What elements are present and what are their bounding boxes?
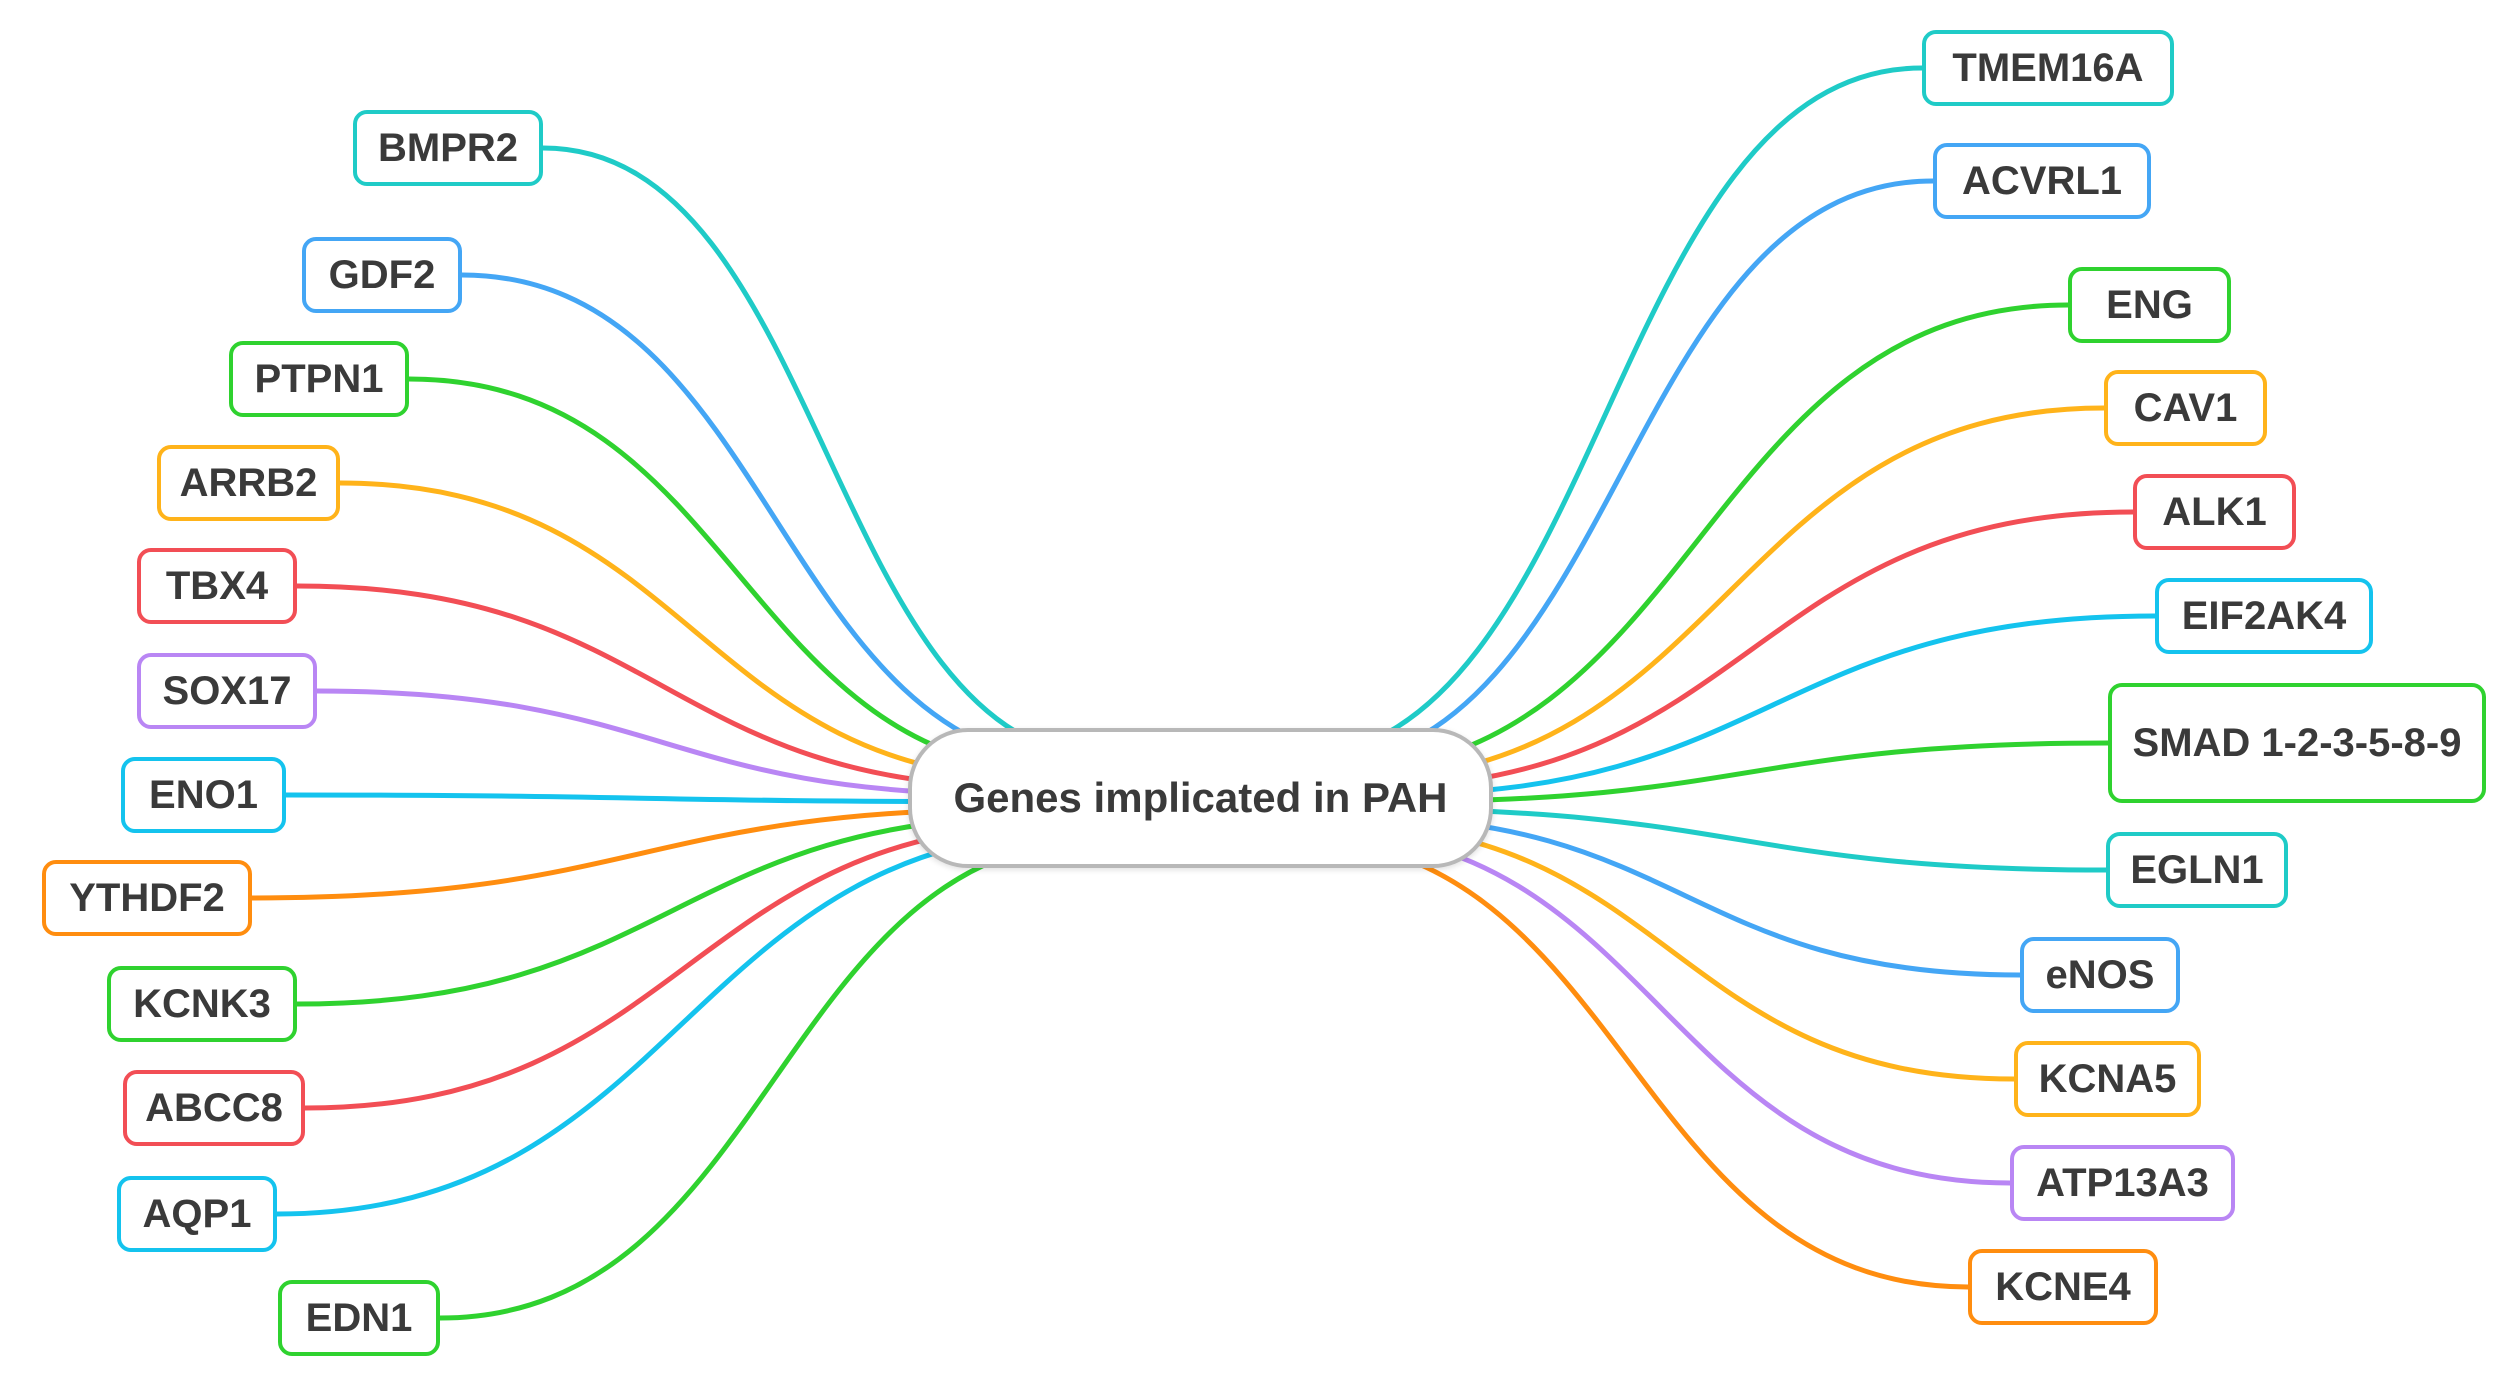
gene-node-acvrl1[interactable]: ACVRL1: [1933, 143, 2151, 219]
connector-left-ythdf2: [249, 806, 1033, 901]
connector-right-cav1: [1347, 405, 2107, 783]
connector-right-egln1: [1367, 806, 2109, 873]
gene-node-bmpr2[interactable]: BMPR2: [353, 110, 543, 186]
gene-node-eng[interactable]: ENG: [2068, 267, 2231, 343]
connector-left-edn1: [437, 835, 1113, 1321]
gene-node-kcnk3[interactable]: KCNK3: [107, 966, 297, 1042]
connector-right-tmem16a: [1287, 65, 1925, 761]
connector-left-bmpr2: [540, 145, 1113, 761]
connector-left-eno1: [283, 792, 1013, 805]
gene-node-kcna5[interactable]: KCNA5: [2014, 1041, 2201, 1117]
gene-node-gdf2[interactable]: GDF2: [302, 237, 462, 313]
gene-node-smad-1-2-3-5-8-9[interactable]: SMAD 1-2-3-5-8-9: [2108, 683, 2486, 803]
gene-node-enos[interactable]: eNOS: [2020, 937, 2180, 1013]
connector-left-kcnk3: [294, 813, 1053, 1007]
connector-left-ptpn1: [406, 376, 1073, 776]
gene-node-arrb2[interactable]: ARRB2: [157, 445, 340, 521]
connector-left-sox17: [314, 688, 1013, 797]
gene-node-ythdf2[interactable]: YTHDF2: [42, 860, 252, 936]
central-topic[interactable]: Genes implicated in PAH: [908, 728, 1493, 868]
gene-node-sox17[interactable]: SOX17: [137, 653, 317, 729]
gene-node-edn1[interactable]: EDN1: [278, 1280, 440, 1356]
gene-node-kcne4[interactable]: KCNE4: [1968, 1249, 2158, 1325]
gene-node-aqp1[interactable]: AQP1: [117, 1176, 277, 1252]
gene-node-eno1[interactable]: ENO1: [121, 757, 286, 833]
gene-node-abcc8[interactable]: ABCC8: [123, 1070, 305, 1146]
gene-node-tbx4[interactable]: TBX4: [137, 548, 297, 624]
connector-left-aqp1: [274, 828, 1093, 1217]
connector-right-alk1: [1367, 509, 2136, 790]
gene-node-tmem16a[interactable]: TMEM16A: [1922, 30, 2174, 106]
gene-node-egln1[interactable]: EGLN1: [2106, 832, 2288, 908]
connector-right-eif2ak4: [1387, 613, 2158, 797]
connector-right-kcne4: [1287, 835, 1971, 1290]
connector-left-tbx4: [294, 583, 1033, 790]
gene-node-atp13a3[interactable]: ATP13A3: [2010, 1145, 2235, 1221]
gene-node-eif2ak4[interactable]: EIF2AK4: [2155, 578, 2373, 654]
gene-node-cav1[interactable]: CAV1: [2104, 370, 2267, 446]
gene-node-alk1[interactable]: ALK1: [2133, 474, 2296, 550]
gene-node-ptpn1[interactable]: PTPN1: [229, 341, 409, 417]
connector-right-smad-1-2-3-5-8-9: [1387, 740, 2111, 805]
